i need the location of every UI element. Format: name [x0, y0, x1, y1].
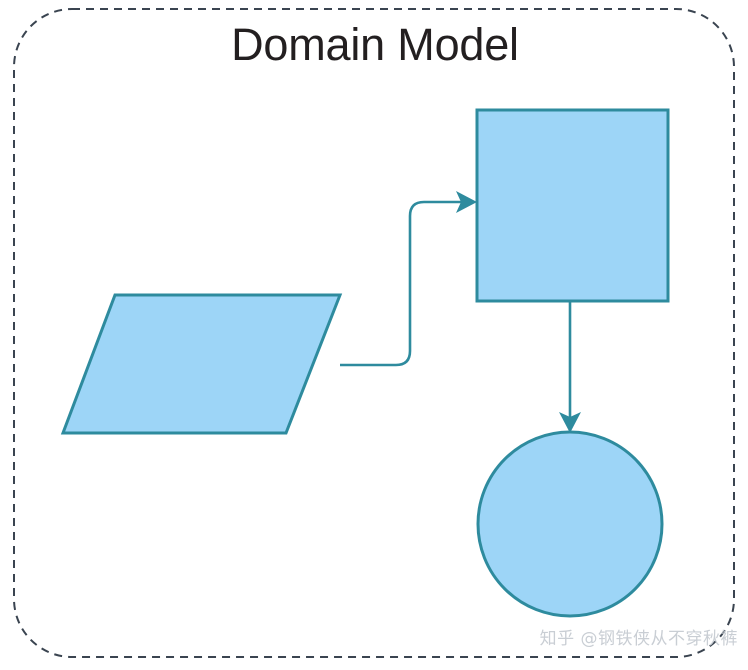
parallelogram-node[interactable]: [60, 293, 343, 435]
zhihu-watermark: 知乎 @钢铁侠从不穿秋裤: [540, 629, 738, 649]
dashed-rounded-border: [13, 8, 735, 658]
connector-arrowhead-down: [559, 412, 581, 433]
connector-parallelogram-to-rectangle[interactable]: [340, 200, 470, 367]
connector-arrowhead-right: [456, 191, 477, 213]
circle-node[interactable]: [476, 430, 664, 618]
rectangle-node[interactable]: [475, 108, 670, 303]
page-title: Domain Model: [231, 19, 519, 70]
